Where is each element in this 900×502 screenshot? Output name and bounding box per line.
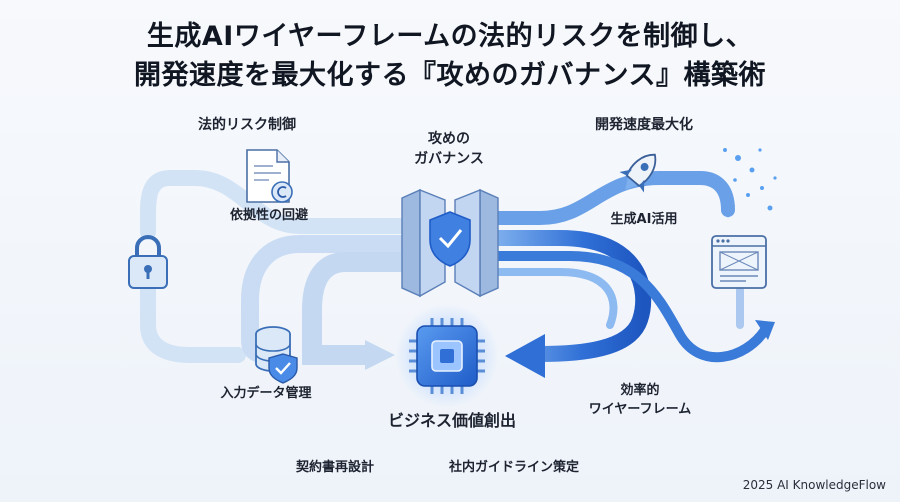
flow-right-swirl-2 <box>490 251 770 363</box>
sparkle-dots <box>723 148 777 211</box>
right-arrow-head <box>755 320 775 340</box>
flow-top-left <box>140 170 423 240</box>
label-genai-usage: 生成AI活用 <box>610 212 678 227</box>
label-contract-redesign: 契約書再設計 <box>295 460 375 475</box>
flow-right-swirl-1 <box>487 230 652 362</box>
flow-left-down <box>140 282 246 363</box>
label-efficient-line1: 効率的 <box>620 383 660 398</box>
pale-arrow-head <box>365 340 395 370</box>
left-section-heading: 法的リスク制御 <box>198 117 296 133</box>
browser-window-icon <box>711 235 767 289</box>
label-input-data-management: 入力データ管理 <box>220 386 312 401</box>
document-copyright-icon <box>246 149 293 203</box>
database-shield-icon <box>255 326 298 384</box>
label-dependency-avoidance: 依拠性の回避 <box>229 208 309 223</box>
label-internal-guideline: 社内ガイドライン策定 <box>448 460 580 475</box>
page-title-line1: 生成AIワイヤーフレームの法的リスクを制御し、 <box>146 21 754 52</box>
center-gate-label-line1: 攻めの <box>428 131 470 147</box>
chip-icon <box>395 304 499 408</box>
flow-inner-loop <box>302 252 425 365</box>
deep-arrow-head <box>505 334 545 378</box>
down-arrow-head <box>721 205 735 218</box>
label-business-value-creation: ビジネス価値創出 <box>387 411 517 430</box>
footer-credit: 2025 AI KnowledgeFlow <box>742 478 886 492</box>
shield-check-gate-icon <box>401 188 499 298</box>
label-efficient-line2: ワイヤーフレーム <box>588 402 692 417</box>
flow-right-swirl-3 <box>491 268 618 329</box>
page-title-line2: 開発速度を最大化する『攻めのガバナンス』構築術 <box>134 60 766 91</box>
right-section-heading: 開発速度最大化 <box>595 117 693 133</box>
lock-icon <box>128 235 168 289</box>
center-gate-label-line2: ガバナンス <box>414 151 484 167</box>
rocket-icon <box>619 153 657 193</box>
